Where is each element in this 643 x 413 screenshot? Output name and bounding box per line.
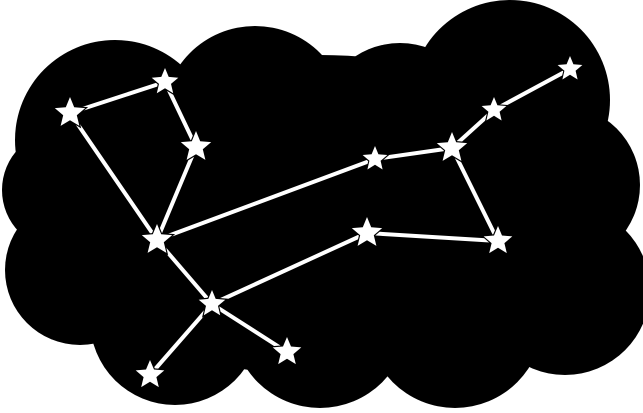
cloud-lobe bbox=[2, 130, 122, 250]
